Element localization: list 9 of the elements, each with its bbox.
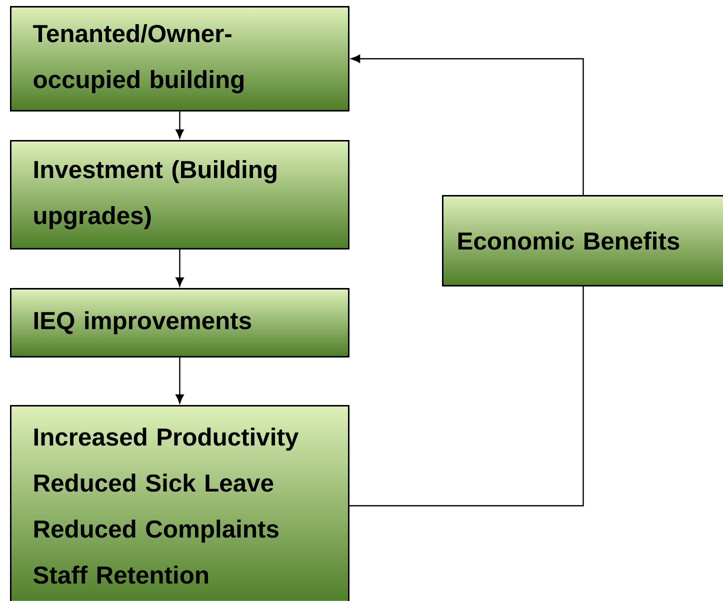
arrow xyxy=(176,249,184,286)
process-box: Increased Productivity Reduced Sick Leave Reduced Complaints Staff Retention xyxy=(10,405,350,601)
arrow xyxy=(176,111,184,138)
process-box: IEQ improvements xyxy=(10,288,350,358)
process-box: Tenanted/Owner-occupied building xyxy=(10,6,350,112)
arrow xyxy=(176,357,184,404)
arrow xyxy=(351,54,584,195)
process-box: Economic Benefits xyxy=(442,195,723,286)
process-box: Investment (Building upgrades) xyxy=(10,140,350,250)
